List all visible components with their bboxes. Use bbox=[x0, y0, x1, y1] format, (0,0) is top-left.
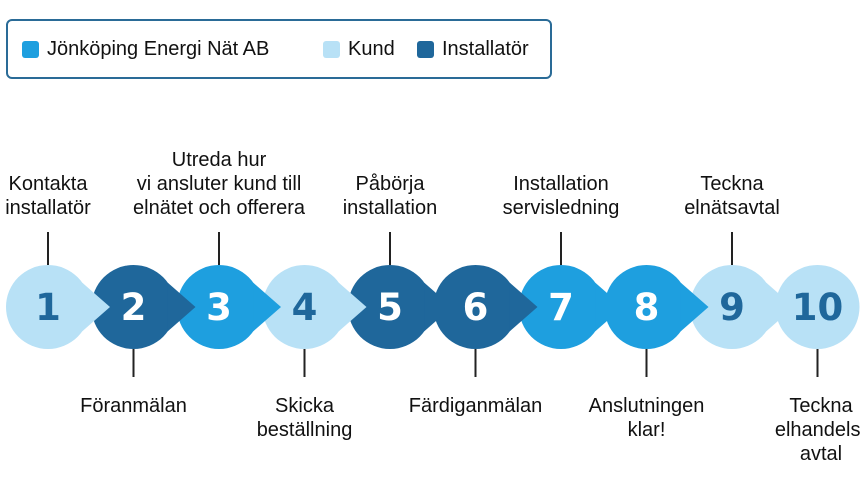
step-6 bbox=[433, 265, 518, 349]
step-2-label-line: Föranmälan bbox=[80, 395, 187, 417]
step-1-number: 1 bbox=[35, 286, 61, 329]
step-4-shape bbox=[262, 265, 347, 349]
step-9-label-line: Teckna bbox=[700, 173, 764, 195]
step-10-label-line: elhandels- bbox=[775, 419, 861, 441]
step-7-label-line: Installation bbox=[513, 173, 609, 195]
legend-label-installator: Installatör bbox=[442, 37, 529, 60]
legend-swatch-installator bbox=[417, 40, 434, 58]
step-6-shape bbox=[433, 265, 518, 349]
legend: Jönköping Energi Nät AB Kund Installatör bbox=[6, 19, 552, 79]
step-1-arrow-tip bbox=[82, 282, 110, 332]
step-10 bbox=[775, 265, 860, 349]
legend-swatch-jonkoping-energi bbox=[22, 40, 39, 58]
step-3-label-line: elnätet och offerera bbox=[133, 197, 306, 219]
step-9-arrow-tip bbox=[766, 282, 794, 332]
step-6-arrow-tip bbox=[509, 282, 538, 332]
step-2-arrow-tip bbox=[167, 282, 196, 332]
step-8-label-line: klar! bbox=[628, 419, 666, 441]
step-5-arrow-tip bbox=[424, 282, 452, 332]
step-8-shape bbox=[604, 265, 689, 349]
step-10-shape bbox=[775, 265, 860, 349]
legend-label-kund: Kund bbox=[348, 37, 395, 60]
step-5-label-line: Påbörja bbox=[356, 173, 426, 195]
step-5 bbox=[348, 265, 432, 349]
legend-item-jonkoping-energi: Jönköping Energi Nät AB bbox=[22, 21, 269, 77]
step-6-label-line: Färdiganmälan bbox=[409, 395, 542, 417]
step-10-label-line: avtal bbox=[800, 443, 842, 465]
step-6-label: Färdiganmälan bbox=[409, 395, 542, 417]
step-9-number: 9 bbox=[719, 286, 745, 329]
step-4-arrow-tip bbox=[338, 282, 367, 332]
step-5-shape bbox=[348, 265, 432, 349]
legend-item-installator: Installatör bbox=[417, 21, 529, 77]
step-8-number: 8 bbox=[634, 286, 660, 329]
legend-item-kund: Kund bbox=[323, 21, 395, 77]
step-2 bbox=[91, 265, 176, 349]
step-10-number: 10 bbox=[792, 286, 844, 329]
step-10-label-line: Teckna bbox=[789, 395, 853, 417]
step-3-arrow-tip bbox=[253, 282, 281, 332]
step-3-label-line: Utreda hur bbox=[172, 149, 267, 171]
step-3-label-line: vi ansluter kund till bbox=[137, 173, 302, 195]
step-3 bbox=[177, 265, 261, 349]
step-7-shape bbox=[519, 265, 603, 349]
step-1-label-line: installatör bbox=[5, 197, 91, 219]
step-4-label-line: Skicka bbox=[275, 395, 335, 417]
step-5-number: 5 bbox=[377, 286, 403, 329]
step-7-number: 7 bbox=[548, 286, 574, 329]
step-8 bbox=[604, 265, 689, 349]
step-8-label-line: Anslutningen bbox=[589, 395, 705, 417]
step-1-shape bbox=[6, 265, 90, 349]
step-6-number: 6 bbox=[463, 286, 489, 329]
step-7-label-line: servisledning bbox=[503, 197, 620, 219]
step-2-shape bbox=[91, 265, 176, 349]
step-9 bbox=[690, 265, 774, 349]
step-9-shape bbox=[690, 265, 774, 349]
step-7-arrow-tip bbox=[595, 282, 623, 332]
step-8-arrow-tip bbox=[680, 282, 709, 332]
step-1 bbox=[6, 265, 90, 349]
step-4-number: 4 bbox=[292, 286, 318, 329]
step-3-shape bbox=[177, 265, 261, 349]
legend-swatch-kund bbox=[323, 40, 340, 58]
step-9-label-line: elnätsavtal bbox=[684, 197, 780, 219]
step-5-label-line: installation bbox=[343, 197, 438, 219]
step-1-label-line: Kontakta bbox=[9, 173, 89, 195]
step-2-number: 2 bbox=[121, 286, 147, 329]
step-4 bbox=[262, 265, 347, 349]
step-2-label: Föranmälan bbox=[80, 395, 187, 417]
legend-label-jonkoping-energi: Jönköping Energi Nät AB bbox=[47, 37, 270, 60]
step-7 bbox=[519, 265, 603, 349]
step-3-number: 3 bbox=[206, 286, 232, 329]
step-4-label-line: beställning bbox=[257, 419, 353, 441]
